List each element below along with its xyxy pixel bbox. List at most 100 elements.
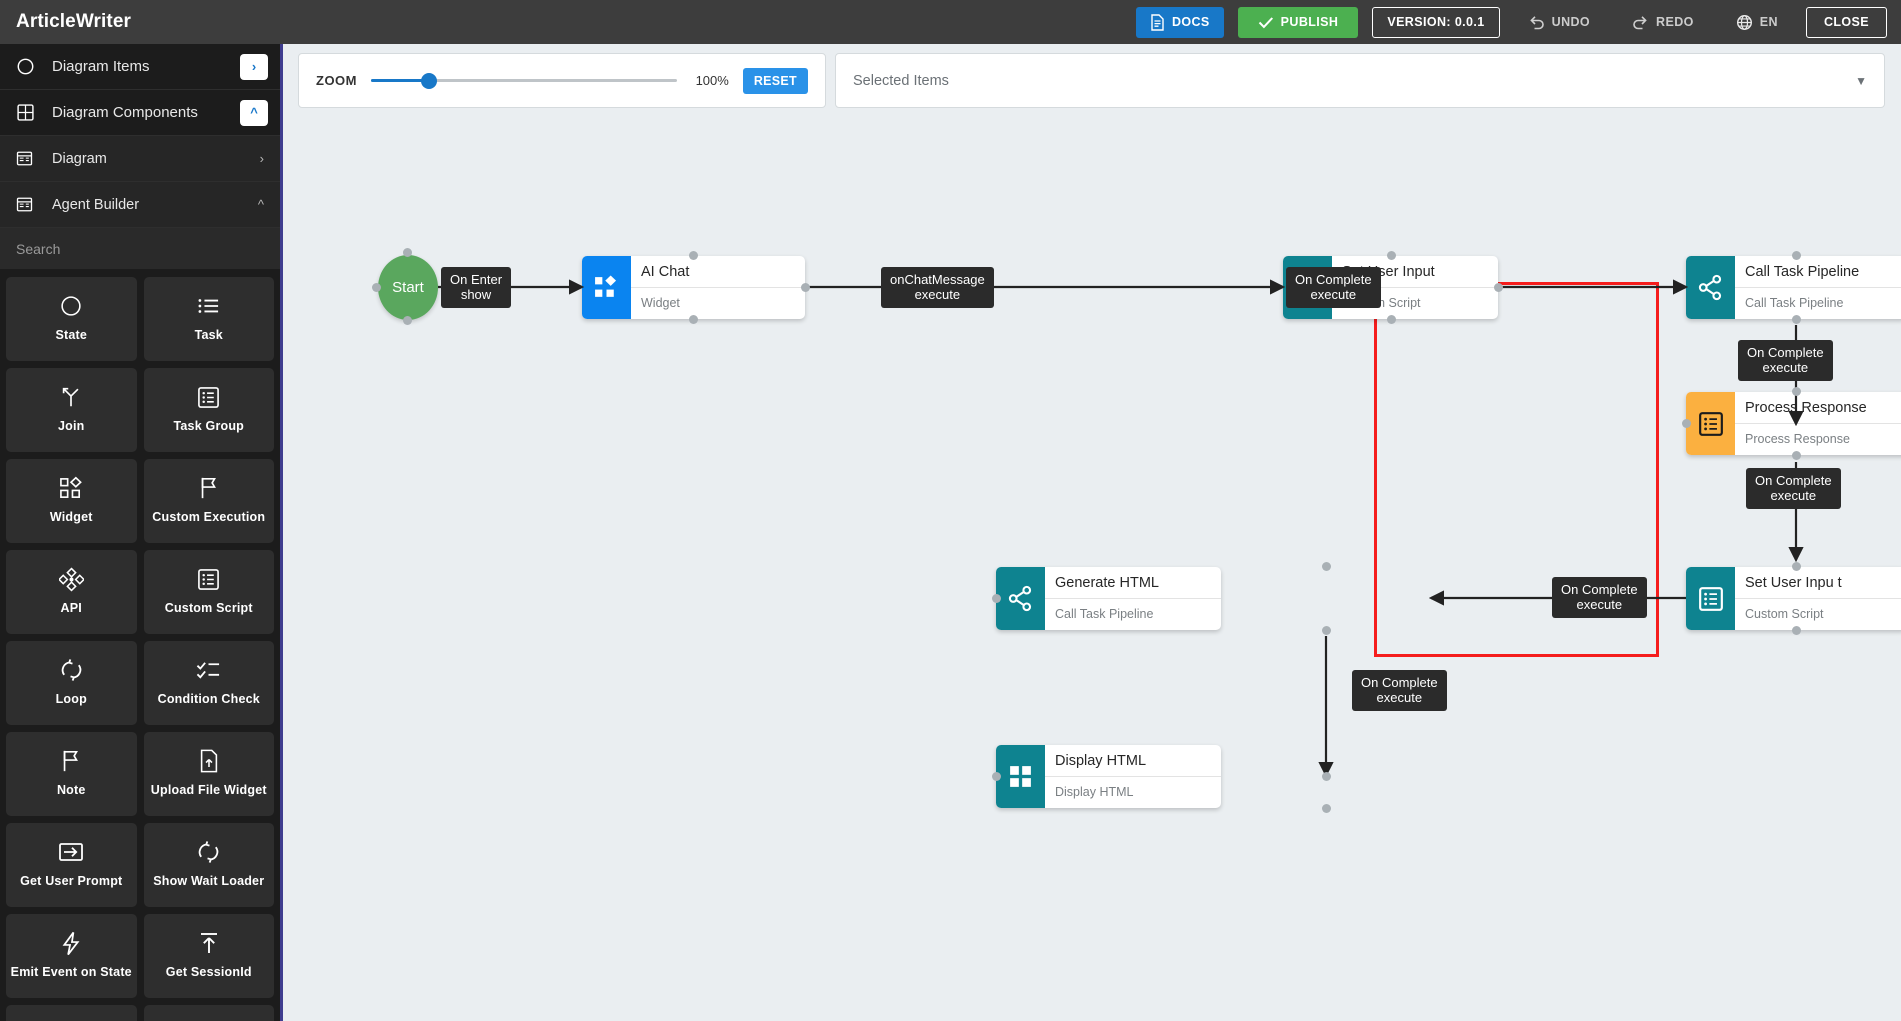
chevron-up-icon[interactable]: ^ xyxy=(240,99,268,126)
start-node[interactable]: Start xyxy=(378,255,438,320)
undo-button[interactable]: UNDO xyxy=(1514,7,1604,38)
node-body: Call Task Pipeline Call Task Pipeline xyxy=(1735,256,1901,319)
sidebar-item-diagram[interactable]: Diagram › xyxy=(0,136,280,182)
palette-item-task[interactable]: Task xyxy=(143,277,274,361)
node-display-html[interactable]: Display HTML Display HTML xyxy=(996,745,1221,808)
palette-label: Emit Event on State xyxy=(10,965,132,980)
chevron-right-icon[interactable]: › xyxy=(240,53,268,80)
palette-item-join[interactable]: Join xyxy=(6,368,137,452)
version-badge[interactable]: VERSION: 0.0.1 xyxy=(1372,6,1500,38)
edge-label-on-chat-message[interactable]: onChatMessage execute xyxy=(881,267,994,308)
port[interactable] xyxy=(689,251,698,260)
close-button[interactable]: CLOSE xyxy=(1805,6,1887,38)
selected-items-dropdown[interactable]: Selected Items ▼ xyxy=(835,53,1885,108)
port[interactable] xyxy=(1322,626,1331,635)
palette-item-loop[interactable]: Loop xyxy=(6,641,137,725)
list-box-icon xyxy=(197,566,220,592)
node-set-user-input-t[interactable]: Set User Inpu t Custom Script xyxy=(1686,567,1901,630)
search-input[interactable] xyxy=(14,239,266,258)
node-body: Generate HTML Call Task Pipeline xyxy=(1045,567,1221,630)
edge-label-on-complete-2[interactable]: On Complete execute xyxy=(1738,340,1833,381)
loop-arrows-icon xyxy=(59,657,84,683)
upload-arrow-icon xyxy=(197,930,221,956)
palette-item-get-sessionid[interactable]: Get SessionId xyxy=(143,914,274,998)
node-process-response[interactable]: Process Response Process Response xyxy=(1686,392,1901,455)
checklist-icon xyxy=(196,657,221,683)
port[interactable] xyxy=(1792,315,1801,324)
port[interactable] xyxy=(1792,387,1801,396)
file-upload-icon xyxy=(198,748,220,774)
sidebar-item-diagram-components[interactable]: Diagram Components ^ xyxy=(0,90,280,136)
redo-button[interactable]: REDO xyxy=(1618,7,1708,38)
port[interactable] xyxy=(372,283,381,292)
close-button-label: CLOSE xyxy=(1823,15,1869,29)
palette-item-emit-event-on-state[interactable]: Emit Event on State xyxy=(6,914,137,998)
zoom-slider-thumb[interactable] xyxy=(421,72,438,89)
palette-item-set-agent-data[interactable]: Set Agent Data xyxy=(6,1005,137,1021)
node-body: AI Chat Widget xyxy=(631,256,805,319)
node-call-task-pipeline[interactable]: Call Task Pipeline Call Task Pipeline xyxy=(1686,256,1901,319)
zoom-slider[interactable] xyxy=(371,72,677,90)
chevron-down-icon[interactable]: ▼ xyxy=(1855,73,1867,88)
node-subtitle: Custom Script xyxy=(1745,607,1824,621)
port[interactable] xyxy=(1322,562,1331,571)
palette-item-show-wait-loader[interactable]: Show Wait Loader xyxy=(143,823,274,907)
port[interactable] xyxy=(801,283,810,292)
palette-item-note[interactable]: Note xyxy=(6,732,137,816)
port[interactable] xyxy=(1494,283,1503,292)
edge-label-on-enter-show[interactable]: On Enter show xyxy=(441,267,512,308)
flag-icon xyxy=(198,475,220,501)
language-selector[interactable]: EN xyxy=(1722,7,1792,38)
chevron-right-icon[interactable]: › xyxy=(259,151,264,166)
list-bullets-icon xyxy=(197,293,221,319)
palette-item-api[interactable]: API xyxy=(6,550,137,634)
palette-item-get-agent-data[interactable]: Get Agent Data xyxy=(143,1005,274,1021)
palette-item-custom-execution[interactable]: Custom Execution xyxy=(143,459,274,543)
palette-item-upload-file-widget[interactable]: Upload File Widget xyxy=(143,732,274,816)
palette-item-widget[interactable]: Widget xyxy=(6,459,137,543)
undo-arrow-icon xyxy=(1528,15,1545,30)
node-ai-chat[interactable]: AI Chat Widget xyxy=(582,256,805,319)
edge-label-on-complete-3[interactable]: On Complete execute xyxy=(1746,468,1841,509)
undo-label: UNDO xyxy=(1551,15,1591,29)
node-subtitle: Process Response xyxy=(1745,432,1850,446)
port[interactable] xyxy=(403,248,412,257)
port[interactable] xyxy=(992,772,1001,781)
port[interactable] xyxy=(689,315,698,324)
node-body: Set User Inpu t Custom Script xyxy=(1735,567,1901,630)
docs-button[interactable]: DOCS xyxy=(1135,6,1224,38)
zoom-reset-button[interactable]: RESET xyxy=(742,67,808,94)
sidebar-item-diagram-items[interactable]: Diagram Items › xyxy=(0,44,280,90)
diagram-canvas[interactable]: Start AI Chat Widget Set User Input Cust… xyxy=(286,117,1901,1021)
palette-item-get-user-prompt[interactable]: Get User Prompt xyxy=(6,823,137,907)
palette-item-state[interactable]: State xyxy=(6,277,137,361)
publish-button[interactable]: PUBLISH xyxy=(1237,6,1359,38)
chevron-up-icon[interactable]: ^ xyxy=(257,197,264,212)
palette-item-custom-script[interactable]: Custom Script xyxy=(143,550,274,634)
port[interactable] xyxy=(403,316,412,325)
port[interactable] xyxy=(1387,315,1396,324)
edge-label-on-complete-5[interactable]: On Complete execute xyxy=(1352,670,1447,711)
app-title: ArticleWriter xyxy=(16,11,131,32)
port[interactable] xyxy=(1792,626,1801,635)
zoom-panel: ZOOM 100% RESET xyxy=(298,53,826,108)
start-node-label: Start xyxy=(392,279,424,296)
port[interactable] xyxy=(1792,451,1801,460)
list-box-icon xyxy=(1686,567,1735,630)
sidebar-item-agent-builder[interactable]: Agent Builder ^ xyxy=(0,182,280,228)
node-generate-html[interactable]: Generate HTML Call Task Pipeline xyxy=(996,567,1221,630)
port[interactable] xyxy=(1792,562,1801,571)
redo-arrow-icon xyxy=(1632,15,1649,30)
palette-item-task-group[interactable]: Task Group xyxy=(143,368,274,452)
port[interactable] xyxy=(1792,251,1801,260)
edge-label-on-complete-4[interactable]: On Complete execute xyxy=(1552,577,1647,618)
edge-label-on-complete-1[interactable]: On Complete execute xyxy=(1286,267,1381,308)
palette-item-condition-check[interactable]: Condition Check xyxy=(143,641,274,725)
port[interactable] xyxy=(1682,419,1691,428)
port[interactable] xyxy=(1387,251,1396,260)
port[interactable] xyxy=(1322,772,1331,781)
node-subtitle: Call Task Pipeline xyxy=(1055,607,1154,621)
port[interactable] xyxy=(1322,804,1331,813)
port[interactable] xyxy=(992,594,1001,603)
palette-search-row[interactable] xyxy=(0,228,280,270)
